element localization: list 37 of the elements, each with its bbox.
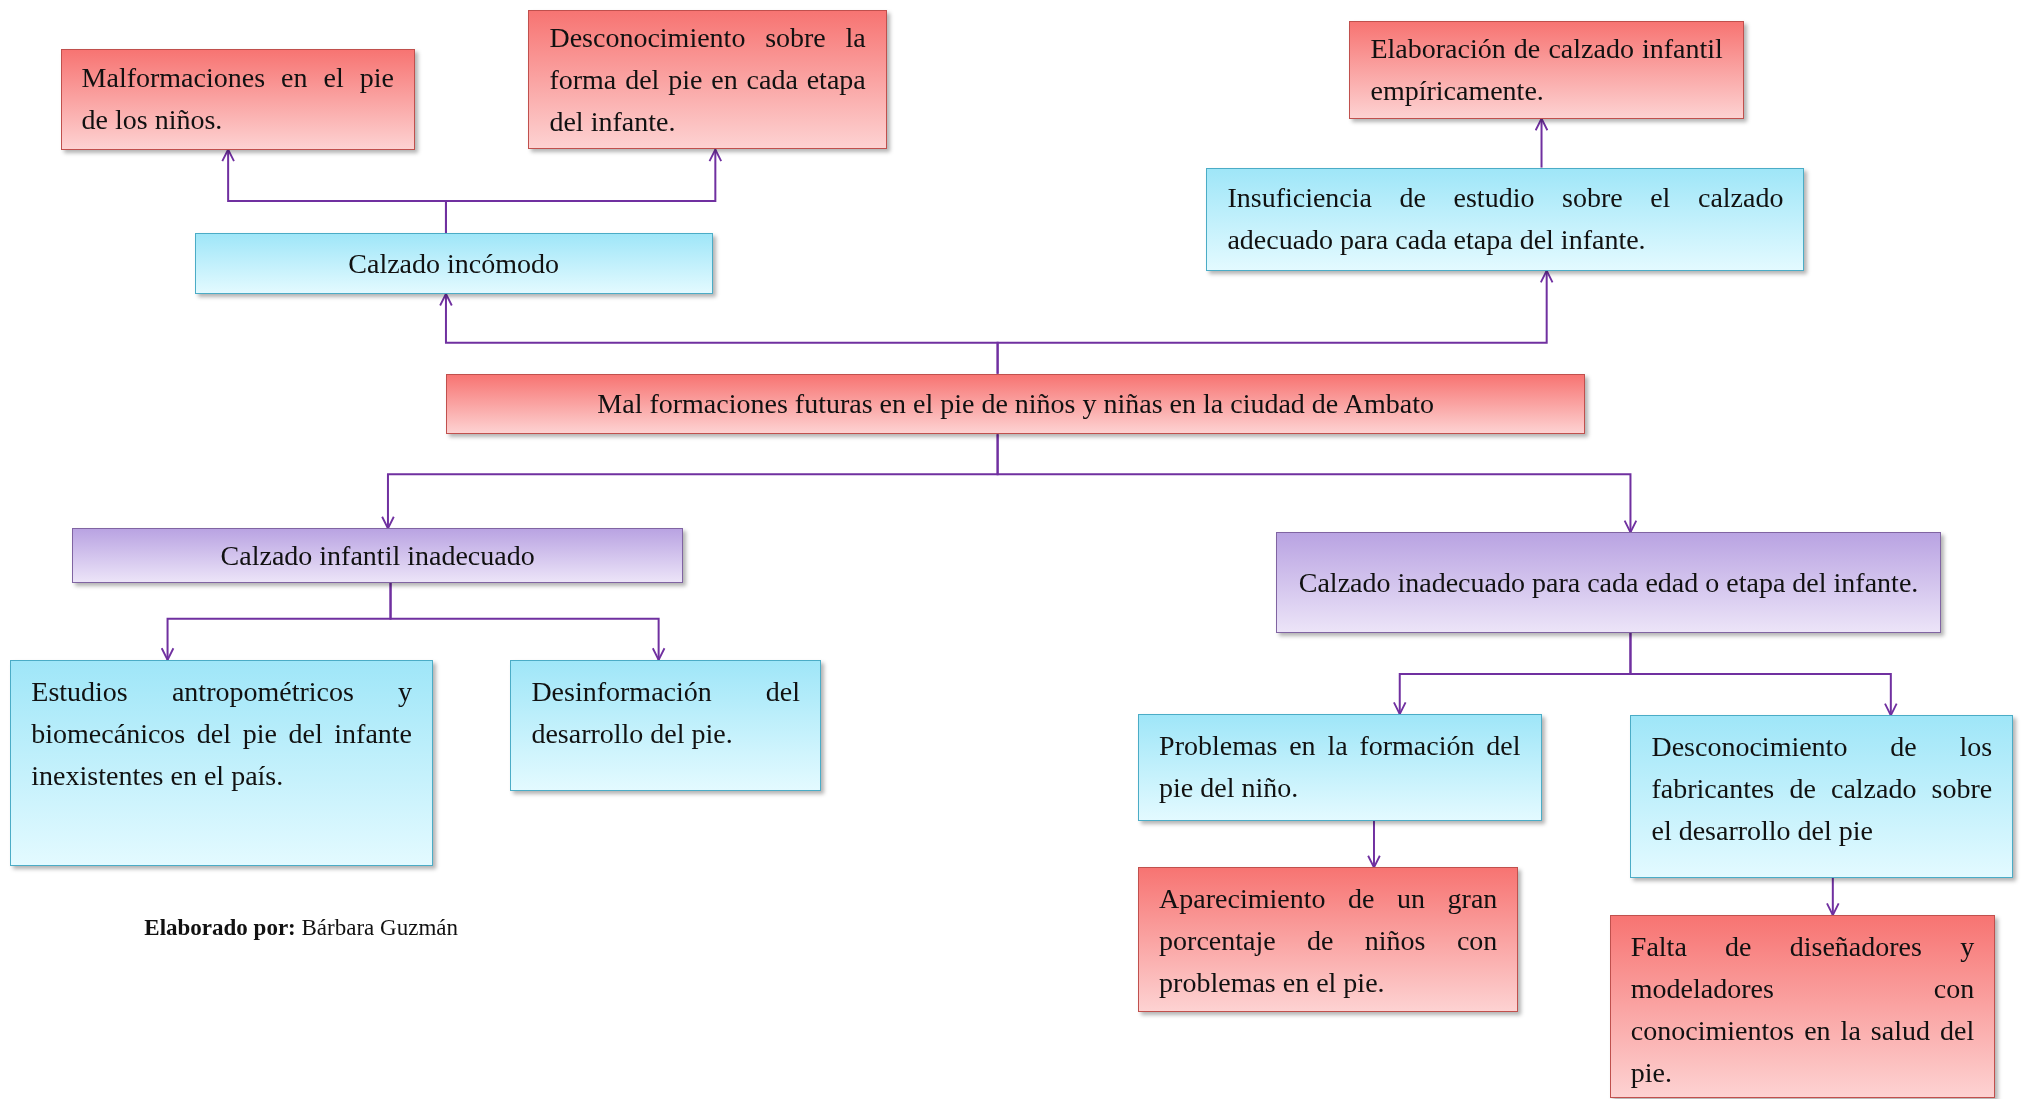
box-text: Mal formaciones futuras en el pie de niños y niñas en la ciudad de Ambato [596, 387, 1435, 422]
cause-box [528, 10, 887, 150]
cause-box [194, 233, 713, 294]
cause-box [1276, 532, 1942, 633]
box-text: Calzado inadecuado para cada edad o etapa del infante. [1297, 565, 1920, 600]
cause-box [510, 659, 821, 792]
arrow [444, 148, 723, 235]
cause-box [60, 48, 415, 150]
box-text: Aparecimiento de un gran porcentaje de niños con problemas en el pie. [1159, 882, 1498, 1001]
author-note: Elaborado por: Bárbara Guzmán [144, 915, 458, 942]
box-text: Elaboración de calzado infantil empíricamente. [1370, 31, 1723, 108]
cause-box [72, 528, 684, 583]
cause-box [1349, 20, 1744, 119]
arrow [1367, 820, 1381, 869]
cause-box [1630, 715, 2014, 878]
cause-box [445, 373, 1586, 435]
cause-box [1206, 167, 1805, 271]
arrow [389, 581, 666, 661]
arrow [996, 433, 1638, 534]
box-text: Problemas en la formación del pie del niño. [1159, 729, 1521, 806]
arrow [1629, 631, 1898, 717]
box-text: Desinformación del desarrollo del pie. [531, 674, 800, 751]
box-text: Desconocimiento de los fabricantes de calzado sobre el desarrollo del pie [1651, 730, 1993, 849]
arrow [1534, 117, 1549, 169]
cause-box [1609, 915, 1996, 1099]
box-text: Insuficiencia de estudio sobre el calzado adecuado para cada etapa del infante. [1227, 181, 1784, 258]
box-text: Desconocimiento sobre la forma del pie en cada etapa del infante. [549, 20, 866, 139]
arrow [996, 269, 1554, 375]
box-text: Malformaciones en el pie de los niños. [81, 61, 394, 138]
box-text: Estudios antropométricos y biomecánicos del pie del infante inexistentes en el país. [31, 674, 413, 793]
cause-box [10, 659, 434, 867]
arrow [1826, 876, 1840, 917]
box-text: Calzado infantil inadecuado [219, 538, 536, 573]
cause-box [1138, 867, 1519, 1012]
box-text: Calzado incómodo [347, 246, 561, 281]
cause-box [1138, 714, 1542, 821]
box-text: Falta de diseñadores y modeladores con conocimientos en la salud del pie. [1630, 930, 1975, 1091]
